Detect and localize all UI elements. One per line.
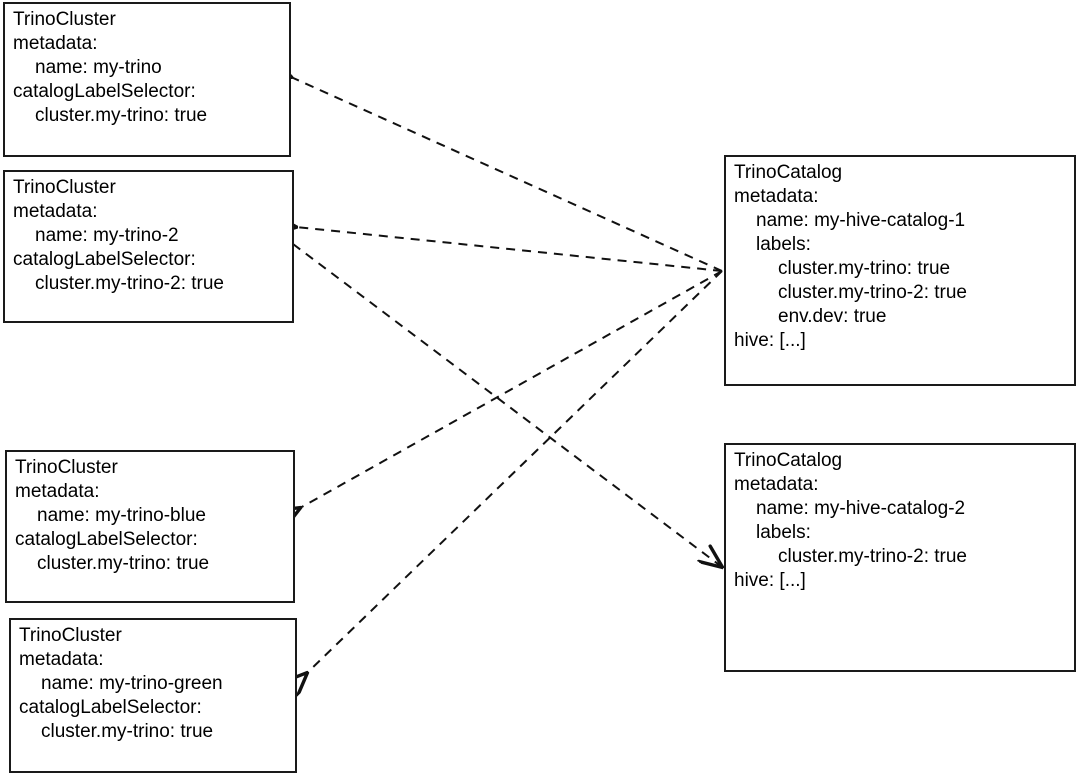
node-detail-line: name: my-hive-catalog-1 <box>756 210 966 231</box>
node-body: TrinoCatalog metadata: name: my-hive-catal… <box>734 449 1074 593</box>
node-detail-line: env.dev: true <box>778 306 887 327</box>
node-detail-line: name: my-trino-blue <box>37 505 206 526</box>
node-trinocluster-my-trino-blue[interactable]: TrinoCluster metadata: name: my-trino-blue… <box>5 450 295 603</box>
node-detail-line: cluster.my-trino: true <box>41 721 214 742</box>
node-detail-line: cluster.my-trino-2: true <box>778 282 967 303</box>
node-detail-line: hive: [...] <box>734 570 806 591</box>
node-detail-line: labels: <box>756 522 811 543</box>
node-trinocatalog-my-hive-catalog-2[interactable]: TrinoCatalog metadata: name: my-hive-catal… <box>724 443 1076 672</box>
node-kind-label: TrinoCluster <box>19 625 122 646</box>
node-detail-line: cluster.my-trino: true <box>35 105 208 126</box>
edge-catalog1-to-my-trino-green <box>307 270 723 673</box>
node-body: TrinoCatalog metadata: name: my-hive-catal… <box>734 161 1074 353</box>
node-kind-label: TrinoCatalog <box>734 450 843 471</box>
node-detail-line: metadata: <box>15 481 100 502</box>
edge-catalog1-to-my-trino <box>291 77 723 272</box>
edge-group <box>289 77 722 673</box>
edge-catalog1-to-my-trino-2 <box>296 227 723 272</box>
node-detail-line: catalogLabelSelector: <box>19 697 202 718</box>
node-detail-line: name: my-trino <box>35 57 162 78</box>
node-body: TrinoCluster metadata: name: my-trino-gree… <box>19 624 295 744</box>
node-detail-line: labels: <box>756 234 811 255</box>
node-detail-line: cluster.my-trino: true <box>37 553 210 574</box>
node-kind-label: TrinoCluster <box>13 9 116 30</box>
node-detail-line: metadata: <box>13 201 98 222</box>
node-body: TrinoCluster metadata: name: my-trino catal… <box>13 8 289 128</box>
node-detail-line: catalogLabelSelector: <box>15 529 198 550</box>
node-kind-label: TrinoCatalog <box>734 162 843 183</box>
node-detail-line: cluster.my-trino: true <box>778 258 951 279</box>
edge-catalog1-to-my-trino-blue <box>300 270 723 508</box>
node-detail-line: cluster.my-trino-2: true <box>35 273 224 294</box>
node-detail-line: cluster.my-trino-2: true <box>778 546 967 567</box>
node-detail-line: catalogLabelSelector: <box>13 81 196 102</box>
node-detail-line: catalogLabelSelector: <box>13 249 196 270</box>
node-kind-label: TrinoCluster <box>13 177 116 198</box>
node-trinocluster-my-trino-green[interactable]: TrinoCluster metadata: name: my-trino-gree… <box>9 618 297 773</box>
node-detail-line: name: my-hive-catalog-2 <box>756 498 966 519</box>
edge-catalog2-to-my-trino-2 <box>289 241 722 567</box>
node-trinocatalog-my-hive-catalog-1[interactable]: TrinoCatalog metadata: name: my-hive-catal… <box>724 155 1076 386</box>
node-detail-line: metadata: <box>13 33 98 54</box>
node-detail-line: metadata: <box>19 649 104 670</box>
node-detail-line: name: my-trino-2 <box>35 225 179 246</box>
node-detail-line: metadata: <box>734 186 819 207</box>
node-detail-line: name: my-trino-green <box>41 673 223 694</box>
node-kind-label: TrinoCluster <box>15 457 118 478</box>
node-body: TrinoCluster metadata: name: my-trino-blue… <box>15 456 293 576</box>
node-detail-line: hive: [...] <box>734 330 806 351</box>
node-trinocluster-my-trino-2[interactable]: TrinoCluster metadata: name: my-trino-2 cat… <box>3 170 294 323</box>
node-detail-line: metadata: <box>734 474 819 495</box>
node-trinocluster-my-trino[interactable]: TrinoCluster metadata: name: my-trino catal… <box>3 2 291 157</box>
node-body: TrinoCluster metadata: name: my-trino-2 cat… <box>13 176 292 296</box>
